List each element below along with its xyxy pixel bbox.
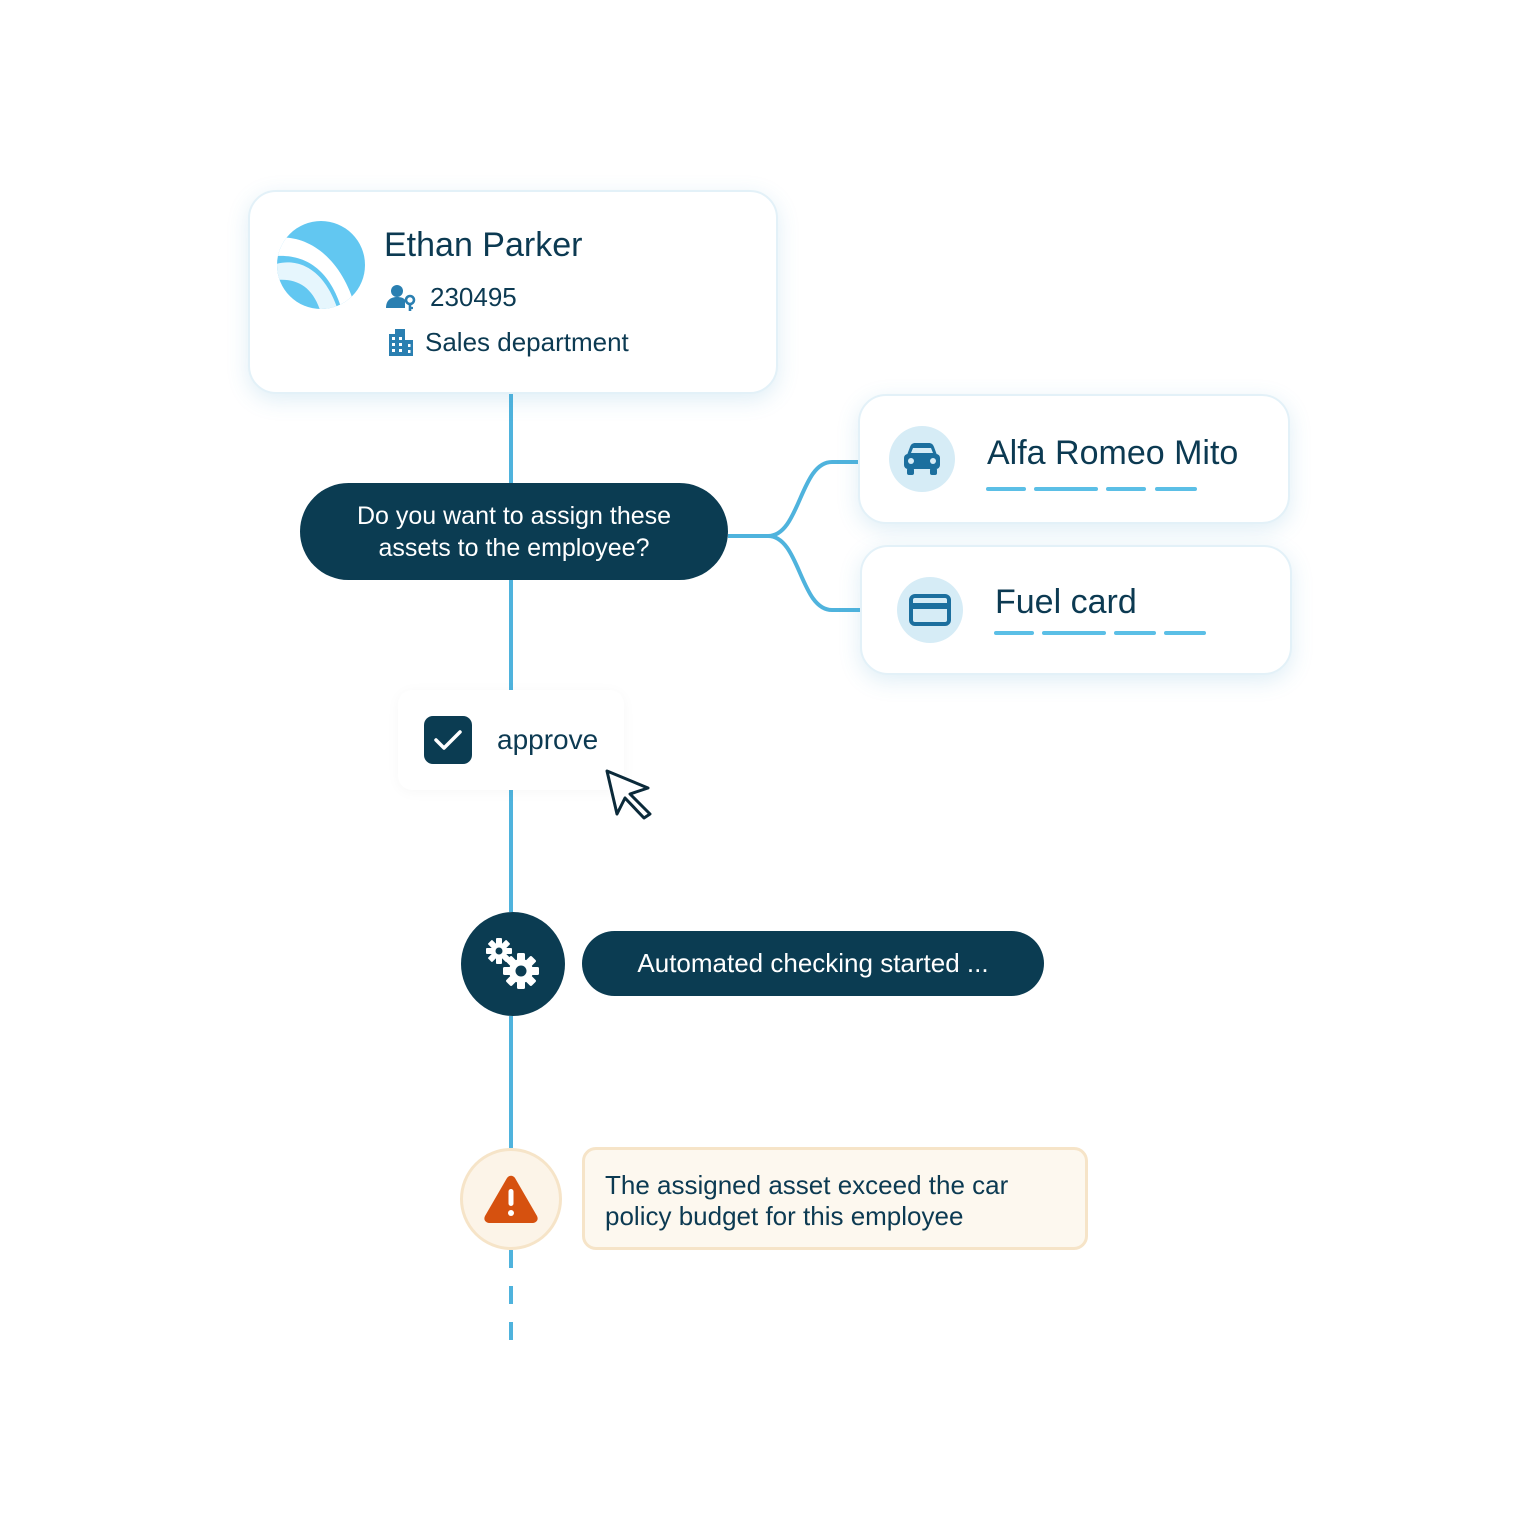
gears-icon xyxy=(486,938,539,989)
placeholder-dash xyxy=(986,487,1026,491)
approve-checkbox[interactable] xyxy=(424,716,472,764)
question-line-1: Do you want to assign these xyxy=(356,501,672,530)
avatar xyxy=(277,221,365,309)
automation-step-circle xyxy=(461,912,565,1016)
branch-line-to-fuel-card xyxy=(767,534,860,612)
question-line-2: assets to the employee? xyxy=(378,533,650,562)
employee-id: 230495 xyxy=(430,282,517,312)
checkmark-icon xyxy=(434,730,462,750)
user-badge-icon xyxy=(386,285,416,311)
automation-status-pill: Automated checking started ... xyxy=(582,931,1044,996)
placeholder-dash xyxy=(1034,487,1098,491)
placeholder-dash xyxy=(1042,631,1106,635)
asset-label-fuel-card: Fuel card xyxy=(995,583,1137,621)
warning-triangle-icon xyxy=(484,1175,538,1223)
credit-card-icon-circle xyxy=(897,577,963,643)
car-icon-circle xyxy=(889,426,955,492)
placeholder-dash xyxy=(1164,631,1206,635)
branch-line-to-car xyxy=(728,460,858,538)
asset-label-car: Alfa Romeo Mito xyxy=(987,434,1239,472)
assign-question-pill: Do you want to assign these assets to th… xyxy=(300,483,728,580)
warning-message-box: The assigned asset exceed the car policy… xyxy=(582,1147,1088,1250)
placeholder-dash xyxy=(1106,487,1146,491)
employee-card xyxy=(248,190,778,394)
placeholder-dash xyxy=(1155,487,1197,491)
employee-name: Ethan Parker xyxy=(384,226,583,264)
mouse-pointer-icon xyxy=(605,769,652,820)
warning-line-1: The assigned asset exceed the car xyxy=(605,1170,1009,1200)
automation-status-text: Automated checking started ... xyxy=(637,948,989,978)
warning-line-2: policy budget for this employee xyxy=(605,1201,964,1231)
placeholder-dash xyxy=(1114,631,1156,635)
warning-step-circle xyxy=(460,1148,562,1250)
placeholder-dash xyxy=(994,631,1034,635)
building-icon xyxy=(389,329,413,356)
credit-card-icon xyxy=(909,594,951,626)
approve-label: approve xyxy=(497,724,599,755)
car-icon xyxy=(904,443,940,475)
employee-department: Sales department xyxy=(425,327,629,357)
